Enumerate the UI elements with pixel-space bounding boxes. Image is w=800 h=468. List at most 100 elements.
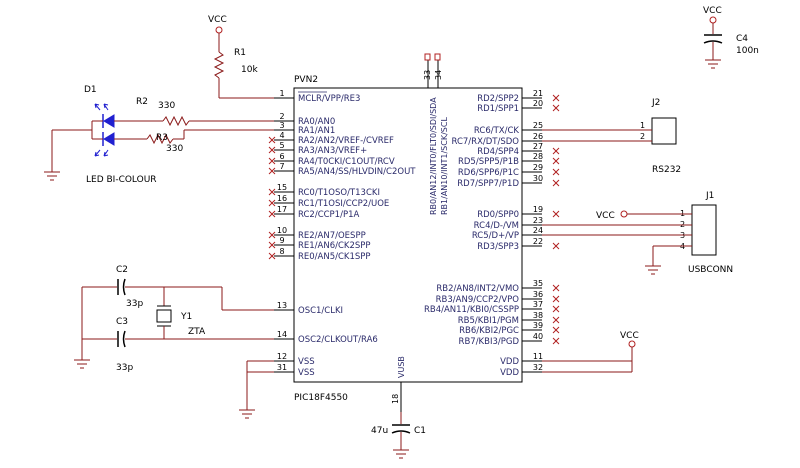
pin-31-number: 31 [277, 363, 287, 372]
ground-symbol-c4 [705, 59, 721, 69]
pin-17-number: 17 [277, 205, 287, 214]
pin-36-number: 36 [533, 290, 543, 299]
ic-name: PVN2 [294, 75, 318, 85]
r3-value: 330 [166, 144, 183, 154]
pin-10-number: 10 [277, 226, 287, 235]
j2-pin-1: 1 [640, 121, 645, 130]
pin-9-label: RE1/AN6/CK2SPP [298, 241, 371, 251]
d1-led-lower [103, 132, 115, 146]
pin-37-label: RB4/AN11/KBI0/CSSPP [424, 305, 519, 315]
pin-7-number: 7 [279, 162, 284, 171]
pin-28-label: RD5/SPP5/P1B [458, 157, 519, 167]
pin-12-label: VSS [298, 357, 315, 367]
pin-37-number: 37 [533, 300, 543, 309]
ic-body [293, 87, 523, 383]
ic-part: PIC18F4550 [294, 393, 348, 403]
pin-17-label: RC2/CCP1/P1A [298, 210, 359, 220]
pin-20-label: RD1/SPP1 [477, 104, 519, 114]
r1-value: 10k [241, 65, 258, 75]
j2-value: RS232 [652, 165, 681, 175]
c4-value: 100n [736, 46, 759, 56]
pin-11-label: VDD [500, 357, 519, 367]
pin-34-terminal [434, 53, 441, 61]
vcc-label-top: VCC [208, 15, 227, 25]
y1-ref: Y1 [180, 312, 192, 322]
pin-22-label: RD3/SPP3 [477, 242, 519, 252]
vcc-label-right: VCC [620, 331, 639, 341]
pin-36-label: RB3/AN9/CCP2/VPO [436, 295, 520, 305]
r3-resistor [146, 133, 174, 145]
d1-value: LED BI-COLOUR [86, 175, 157, 185]
pin-35-label: RB2/AN8/INT2/VMO [436, 284, 519, 294]
pin-14-label: OSC2/CLKOUT/RA6 [298, 335, 378, 345]
pin-23-label: RC4/D-/VM [474, 221, 519, 231]
r2-resistor [162, 115, 190, 127]
pin-18-number: 18 [391, 394, 400, 404]
pin-14-number: 14 [277, 330, 287, 339]
pin-8-label: RE0/AN5/CK1SPP [298, 252, 371, 262]
pin-34-label: RB1/AN10/INT1/SCK/SCL [440, 117, 449, 215]
pin-20-number: 20 [533, 99, 543, 108]
pin-33-terminal [424, 53, 431, 61]
pin-33-number: 33 [423, 70, 432, 80]
j1-connector [691, 204, 717, 256]
pin-16-number: 16 [277, 194, 287, 203]
pin-5-label: RA3/AN3/VREF+ [298, 146, 367, 156]
pin-6-number: 6 [279, 152, 284, 161]
r1-resistor [213, 51, 225, 79]
pin-25-label: RC6/TX/CK [474, 126, 520, 136]
pin-32-label: VDD [500, 368, 519, 378]
pin-29-number: 29 [533, 163, 543, 172]
j1-ref: J1 [705, 191, 714, 201]
pin-8-number: 8 [279, 247, 284, 256]
pin-30-number: 30 [533, 174, 543, 183]
c2-ref: C2 [116, 265, 128, 275]
d1-emission-arrow-1 [94, 103, 101, 111]
d1-emission-arrow-3 [94, 149, 101, 157]
ground-symbol-vss [239, 409, 255, 419]
pin-5-number: 5 [279, 141, 284, 150]
pin-35-number: 35 [533, 279, 543, 288]
r2-value: 330 [158, 101, 175, 111]
pin-18-label: VUSB [397, 356, 406, 378]
pin-9-number: 9 [279, 236, 284, 245]
vcc-terminal-usb [620, 210, 628, 218]
pin-24-number: 24 [533, 226, 543, 235]
pin-27-number: 27 [533, 142, 543, 151]
c4-ref: C4 [736, 34, 748, 44]
pin-23-number: 23 [533, 216, 543, 225]
pin-33-label: RB0/AN12/INT0/FLT0/SDI/SDA [429, 97, 438, 215]
pin-2-number: 2 [279, 112, 284, 121]
pin-39-number: 39 [533, 321, 543, 330]
pin-15-label: RC0/T1OSO/T13CKI [298, 188, 380, 198]
c1-plate-2 [391, 430, 411, 434]
pin-31-label: VSS [298, 368, 315, 378]
pin-11-number: 11 [533, 352, 543, 361]
ground-symbol-led [44, 171, 60, 181]
d1-emission-arrow-4 [103, 149, 109, 157]
pin-28-number: 28 [533, 152, 543, 161]
ic-left-pins: 1MCLR/VPP/RE32RA0/AN03RA1/AN14RA2/AN2/VR… [268, 89, 416, 378]
